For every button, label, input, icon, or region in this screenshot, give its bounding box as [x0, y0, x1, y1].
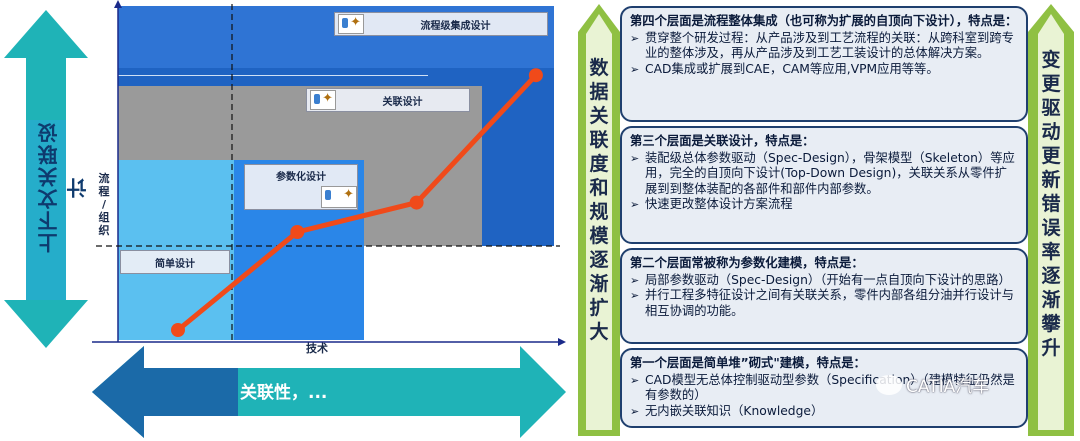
watermark: CATIA汽车	[876, 372, 989, 397]
strip-char: 攀	[1041, 313, 1061, 335]
strip-char: 据	[589, 81, 609, 103]
strip-char: 扩	[589, 297, 609, 319]
y-axis-label: 流程 / 组 织	[96, 172, 112, 237]
panel-item: CAD集成或扩展到CAE，CAM等应用,VPM应用等等。	[630, 62, 1018, 78]
strip-char: 升	[1041, 337, 1061, 359]
strip-char: 模	[589, 225, 609, 247]
strip-char: 误	[1041, 217, 1061, 239]
panel-title: 第三个层面是关联设计，特点是：	[630, 134, 815, 148]
thin-white-line	[118, 75, 428, 76]
panel-item: CAD模型无总体控制驱动型参数（Specification）（建模特征仍然是有参…	[630, 373, 1018, 404]
panel-title: 第四个层面是流程整体集成（也可称为扩展的自顶向下设计），特点是：	[630, 14, 1018, 28]
trend-point	[290, 225, 305, 239]
layer-label-simple: 简单设计	[120, 250, 230, 274]
right-strip-text: 变更驱动更新错误率逐渐攀升	[1038, 48, 1064, 360]
designer-icon	[321, 186, 357, 208]
layer-label-process: 流程级集成设计	[334, 12, 548, 36]
right-strip-arrow	[1028, 4, 1074, 436]
strip-char: 错	[1041, 193, 1061, 215]
strip-char: 和	[589, 177, 609, 199]
strip-char: 度	[589, 153, 609, 175]
panel-item: 装配级总体参数驱动（Spec-Design），骨架模型（Skeleton）等应用…	[630, 151, 1018, 198]
layer-label-association: 关联设计	[306, 88, 470, 112]
left-strip-arrow	[578, 4, 620, 436]
panel-layer-4: 第四个层面是流程整体集成（也可称为扩展的自顶向下设计），特点是： 贯穿整个研发过…	[620, 6, 1028, 122]
panel-item: 无内嵌关联知识（Knowledge）	[630, 404, 1018, 420]
strip-char: 渐	[1041, 289, 1061, 311]
strip-char: 率	[1041, 241, 1061, 263]
strip-char: 大	[589, 321, 609, 343]
panel-item: 并行工程多特征设计之间有关联关系，零件内部各组分油并行设计与相互协调的功能。	[630, 288, 1018, 319]
design-evolution-diagram: 上下文关联设计 流程 / 组 织 技术 流程级集成设计 关联设计 参数化设计 简…	[0, 0, 570, 441]
strip-char: 更	[1041, 145, 1061, 167]
panel-item: 贯穿整个研发过程：从产品涉及到工艺流程的关联：从跨科室到跨专业的整体涉及，再从产…	[630, 31, 1018, 62]
strip-char: 数	[589, 57, 609, 79]
trend-line-chart	[171, 68, 543, 337]
panel-layer-2: 第二个层面常被称为参数化建模，特点是： 局部参数驱动（Spec-Design）（…	[620, 248, 1028, 344]
horizontal-arrow-label: 关联性，...	[240, 383, 328, 403]
context-association-arrow	[4, 10, 88, 348]
panel-layer-3: 第三个层面是关联设计，特点是： 装配级总体参数驱动（Spec-Design），骨…	[620, 126, 1028, 244]
strip-char: 逐	[1041, 265, 1061, 287]
panel-title: 第一个层面是简单堆”砌式"建模，特点是：	[630, 356, 866, 370]
strip-char: 动	[1041, 121, 1061, 143]
panel-item: 快速更改整体设计方案流程	[630, 197, 1018, 213]
left-strip-text: 数据关联度和规模逐渐扩大	[586, 56, 612, 344]
watermark-text: CATIA汽车	[906, 377, 990, 397]
trend-point	[528, 68, 543, 83]
y-axis-label-top: 流程	[98, 172, 110, 198]
x-axis-label: 技术	[306, 342, 328, 355]
y-axis-slash: /	[101, 198, 107, 211]
strip-char: 联	[589, 129, 609, 151]
strip-char: 规	[589, 201, 609, 223]
panel-title: 第二个层面常被称为参数化建模，特点是：	[630, 256, 864, 270]
y-axis-label-mid: 组	[98, 211, 110, 224]
strip-char: 变	[1041, 49, 1061, 71]
panel-layer-1: 第一个层面是简单堆”砌式"建模，特点是： CAD模型无总体控制驱动型参数（Spe…	[620, 348, 1028, 428]
y-axis-label-bottom: 织	[98, 224, 110, 237]
trend-point	[171, 323, 185, 337]
trend-series-line	[176, 73, 538, 332]
strip-char: 新	[1041, 169, 1061, 191]
strip-char: 关	[589, 105, 609, 127]
panel-item: 局部参数驱动（Spec-Design）（开始有一点自顶向下设计的思路）	[630, 273, 1018, 289]
strip-char: 渐	[589, 273, 609, 295]
strip-char: 逐	[589, 249, 609, 271]
wechat-icon	[876, 374, 902, 395]
association-arrow	[92, 346, 566, 438]
designer-icon	[310, 90, 336, 110]
trend-point	[409, 195, 424, 210]
strip-char: 更	[1041, 73, 1061, 95]
designer-icon	[338, 14, 364, 34]
strip-char: 驱	[1041, 97, 1061, 119]
